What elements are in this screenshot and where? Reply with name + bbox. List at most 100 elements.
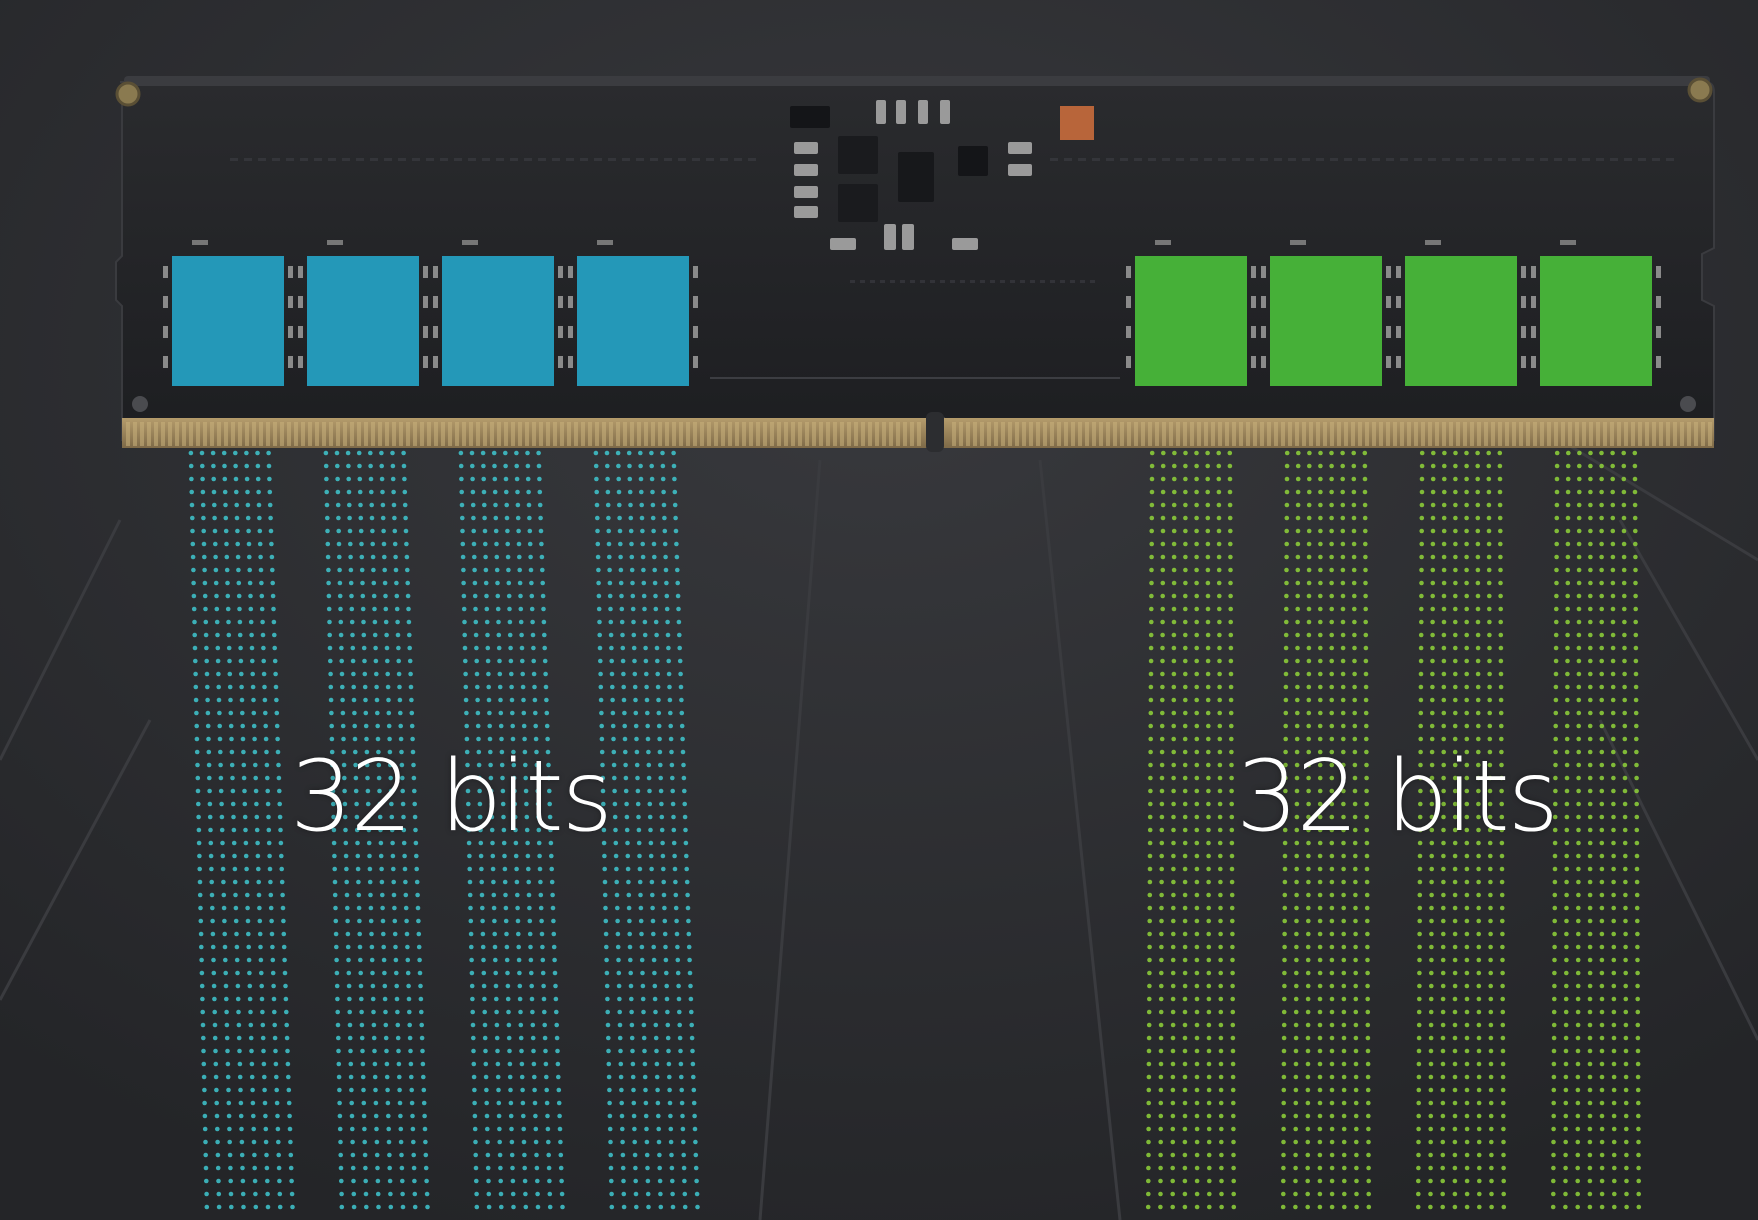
data-bit-dot xyxy=(1194,567,1199,573)
data-bit-dot xyxy=(1441,671,1447,677)
data-bit-dot xyxy=(1148,749,1153,755)
data-bit-dot xyxy=(628,970,633,976)
data-bit-dot xyxy=(599,736,605,742)
data-bit-dot xyxy=(276,762,281,768)
data-bit-dot xyxy=(1318,671,1323,677)
data-bit-dot xyxy=(411,1139,416,1145)
chip-pad xyxy=(1261,356,1266,368)
data-bit-dot xyxy=(268,515,273,521)
data-bit-dot xyxy=(469,983,475,989)
data-bit-dot xyxy=(325,541,331,547)
data-bit-dot xyxy=(1160,658,1165,664)
data-bit-dot xyxy=(676,619,682,625)
data-bit-dot xyxy=(664,970,669,976)
data-bit-dot xyxy=(232,853,237,859)
data-bit-dot xyxy=(1475,515,1481,521)
data-bit-dot xyxy=(1352,840,1358,846)
data-bit-dot xyxy=(525,476,531,482)
data-bit-dot xyxy=(353,775,359,781)
data-bit-dot xyxy=(227,1126,232,1132)
data-bit-dot xyxy=(1452,1139,1458,1145)
data-bit-dot xyxy=(211,463,216,469)
contact-pin xyxy=(1344,422,1348,446)
data-bit-dot xyxy=(353,762,358,768)
data-bit-dot xyxy=(1452,1061,1458,1067)
data-bit-dot xyxy=(1565,502,1571,508)
data-bit-dot xyxy=(1587,1178,1593,1184)
data-bit-dot xyxy=(628,957,633,963)
data-bit-dot xyxy=(218,749,223,755)
data-bit-dot xyxy=(225,606,231,612)
data-bit-dot xyxy=(329,749,335,755)
data-bit-dot xyxy=(1158,1100,1164,1106)
chip-pad xyxy=(568,326,573,338)
data-bit-dot xyxy=(674,554,680,560)
data-bit-dot xyxy=(1563,1100,1569,1106)
data-bit-dot xyxy=(620,632,625,638)
data-bit-dot xyxy=(1476,892,1481,898)
trace-segment xyxy=(1204,158,1212,161)
data-bit-dot xyxy=(1419,619,1424,625)
data-bit-dot xyxy=(1488,879,1493,885)
data-bit-dot xyxy=(1284,528,1289,534)
data-bit-dot xyxy=(1329,515,1334,521)
data-bit-dot xyxy=(352,710,357,716)
data-bit-dot xyxy=(512,801,518,807)
data-bit-dot xyxy=(1353,944,1358,950)
data-bit-dot xyxy=(1452,1009,1458,1015)
data-bit-dot xyxy=(471,515,476,521)
data-bit-dot xyxy=(256,879,262,885)
chip-pad xyxy=(693,296,698,308)
data-bit-dot xyxy=(1441,918,1446,924)
data-bit-dot xyxy=(326,580,331,586)
data-bit-dot xyxy=(1441,749,1446,755)
data-bit-dot xyxy=(1295,632,1300,638)
data-bit-dot xyxy=(325,515,330,521)
data-bit-dot xyxy=(510,1165,515,1171)
data-bit-dot xyxy=(1634,905,1640,911)
contact-pin xyxy=(350,422,354,446)
pmic-component xyxy=(794,206,818,218)
data-bit-dot xyxy=(241,749,246,755)
data-bit-dot xyxy=(223,983,229,989)
contact-pin xyxy=(1176,422,1180,446)
chip-pad xyxy=(163,296,168,308)
data-bit-dot xyxy=(1576,528,1582,534)
data-bit-dot xyxy=(665,619,670,625)
data-bit-dot xyxy=(224,567,230,573)
data-bit-dot xyxy=(417,957,422,963)
data-bit-dot xyxy=(381,944,387,950)
data-bit-dot xyxy=(340,684,345,690)
data-bit-dot xyxy=(1476,1126,1482,1132)
data-bit-dot xyxy=(422,1113,427,1119)
data-bit-dot xyxy=(1587,892,1593,898)
data-bit-dot xyxy=(1329,931,1335,937)
data-bit-dot xyxy=(1284,567,1289,573)
data-bit-dot xyxy=(1576,853,1581,859)
data-bit-dot xyxy=(1295,554,1301,560)
data-bit-dot xyxy=(1452,1035,1458,1041)
data-bit-dot xyxy=(1599,1035,1605,1041)
data-bit-dot xyxy=(360,1061,366,1067)
data-bit-dot xyxy=(503,918,509,924)
data-bit-dot xyxy=(654,645,660,651)
data-bit-dot xyxy=(1317,840,1323,846)
trace-segment xyxy=(1232,158,1240,161)
data-bit-dot xyxy=(624,801,629,807)
data-bit-dot xyxy=(1587,970,1593,976)
data-bit-dot xyxy=(398,1139,404,1145)
data-bit-dot xyxy=(484,606,490,612)
data-bit-dot xyxy=(1229,853,1235,859)
data-bit-dot xyxy=(1159,775,1165,781)
data-bit-dot xyxy=(1217,723,1223,729)
data-bit-dot xyxy=(1306,645,1312,651)
data-bit-dot xyxy=(203,1152,208,1158)
data-bit-dot xyxy=(1564,840,1570,846)
data-bit-dot xyxy=(284,1022,290,1028)
data-bit-dot xyxy=(375,710,380,716)
data-bit-dot xyxy=(546,1139,551,1145)
data-bit-dot xyxy=(1281,1035,1287,1041)
data-bit-dot xyxy=(660,450,665,456)
data-bit-dot xyxy=(1440,983,1446,989)
data-bit-dot xyxy=(270,580,276,586)
